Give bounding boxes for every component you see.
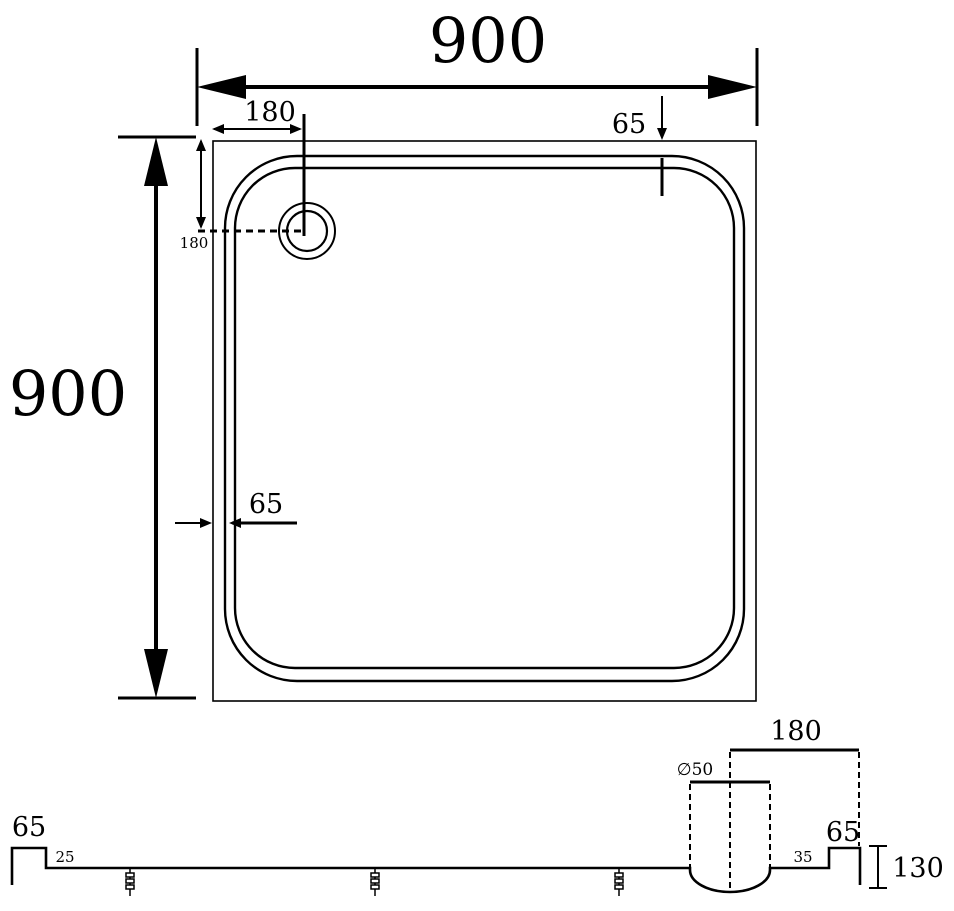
dim-drain-x: [212, 124, 302, 134]
tray-outline: [212, 140, 757, 702]
label-profile-right-rim-65: 65: [826, 817, 860, 848]
side-profile: [10, 748, 862, 894]
foot-left: [125, 868, 135, 896]
basin-inner: [233, 166, 736, 670]
profile-feet: [125, 868, 624, 896]
dim-left-900: [118, 135, 196, 700]
foot-middle: [370, 868, 380, 896]
label-profile-height-130: 130: [892, 853, 944, 884]
label-rim-top-65: 65: [612, 109, 646, 140]
plan-view: [198, 114, 757, 702]
label-left-900: 900: [9, 357, 127, 430]
drain-inner-ring: [285, 209, 329, 253]
profile-outline: [10, 846, 862, 894]
rim-outer: [223, 154, 746, 683]
label-rim-left-65: 65: [249, 489, 283, 520]
dim-rim-top: [657, 96, 667, 196]
label-profile-drain-180: 180: [770, 716, 822, 747]
label-drain-y-180: 180: [180, 234, 209, 252]
label-profile-left-rim-65: 65: [12, 812, 46, 843]
dim-rim-left: [175, 518, 297, 528]
label-drain-x-180: 180: [244, 97, 296, 128]
dim-profile-height: [869, 845, 887, 889]
drain-outer-ring: [278, 202, 336, 260]
label-profile-left-step-25: 25: [55, 848, 74, 866]
label-profile-right-step-35: 35: [793, 848, 812, 866]
dim-top-900: [195, 48, 759, 126]
label-top-900: 900: [429, 4, 547, 77]
dim-drain-y: [196, 139, 206, 229]
foot-right: [614, 868, 624, 896]
label-drain-diameter: ∅50: [677, 760, 713, 780]
